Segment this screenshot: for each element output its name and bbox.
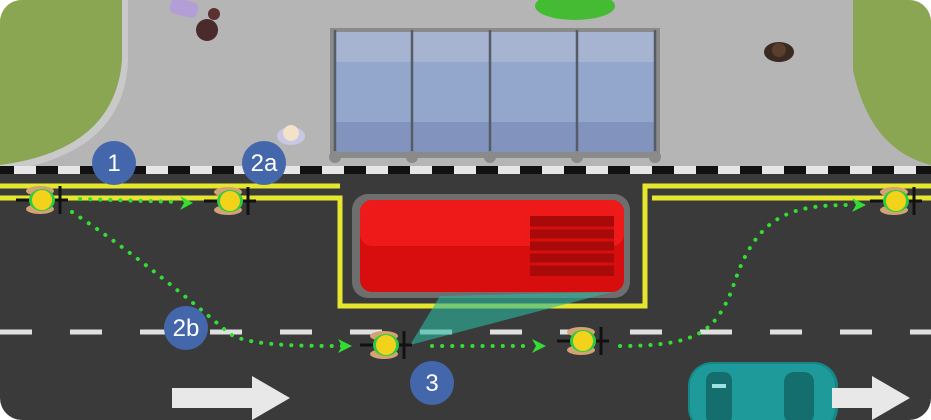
step-marker-label: 3 xyxy=(425,370,438,397)
bus-shelter xyxy=(329,28,661,163)
step-marker-label: 1 xyxy=(107,150,120,177)
pedestrian-icon xyxy=(764,42,794,62)
step-marker-label: 2b xyxy=(173,315,200,342)
step-marker-label: 2a xyxy=(251,150,278,177)
step-marker-m3: 3 xyxy=(410,361,454,405)
bus-icon xyxy=(352,194,630,298)
step-marker-m2b: 2b xyxy=(164,306,208,350)
step-marker-m2a: 2a xyxy=(242,141,286,185)
car-icon xyxy=(688,362,838,420)
step-marker-m1: 1 xyxy=(92,141,136,185)
